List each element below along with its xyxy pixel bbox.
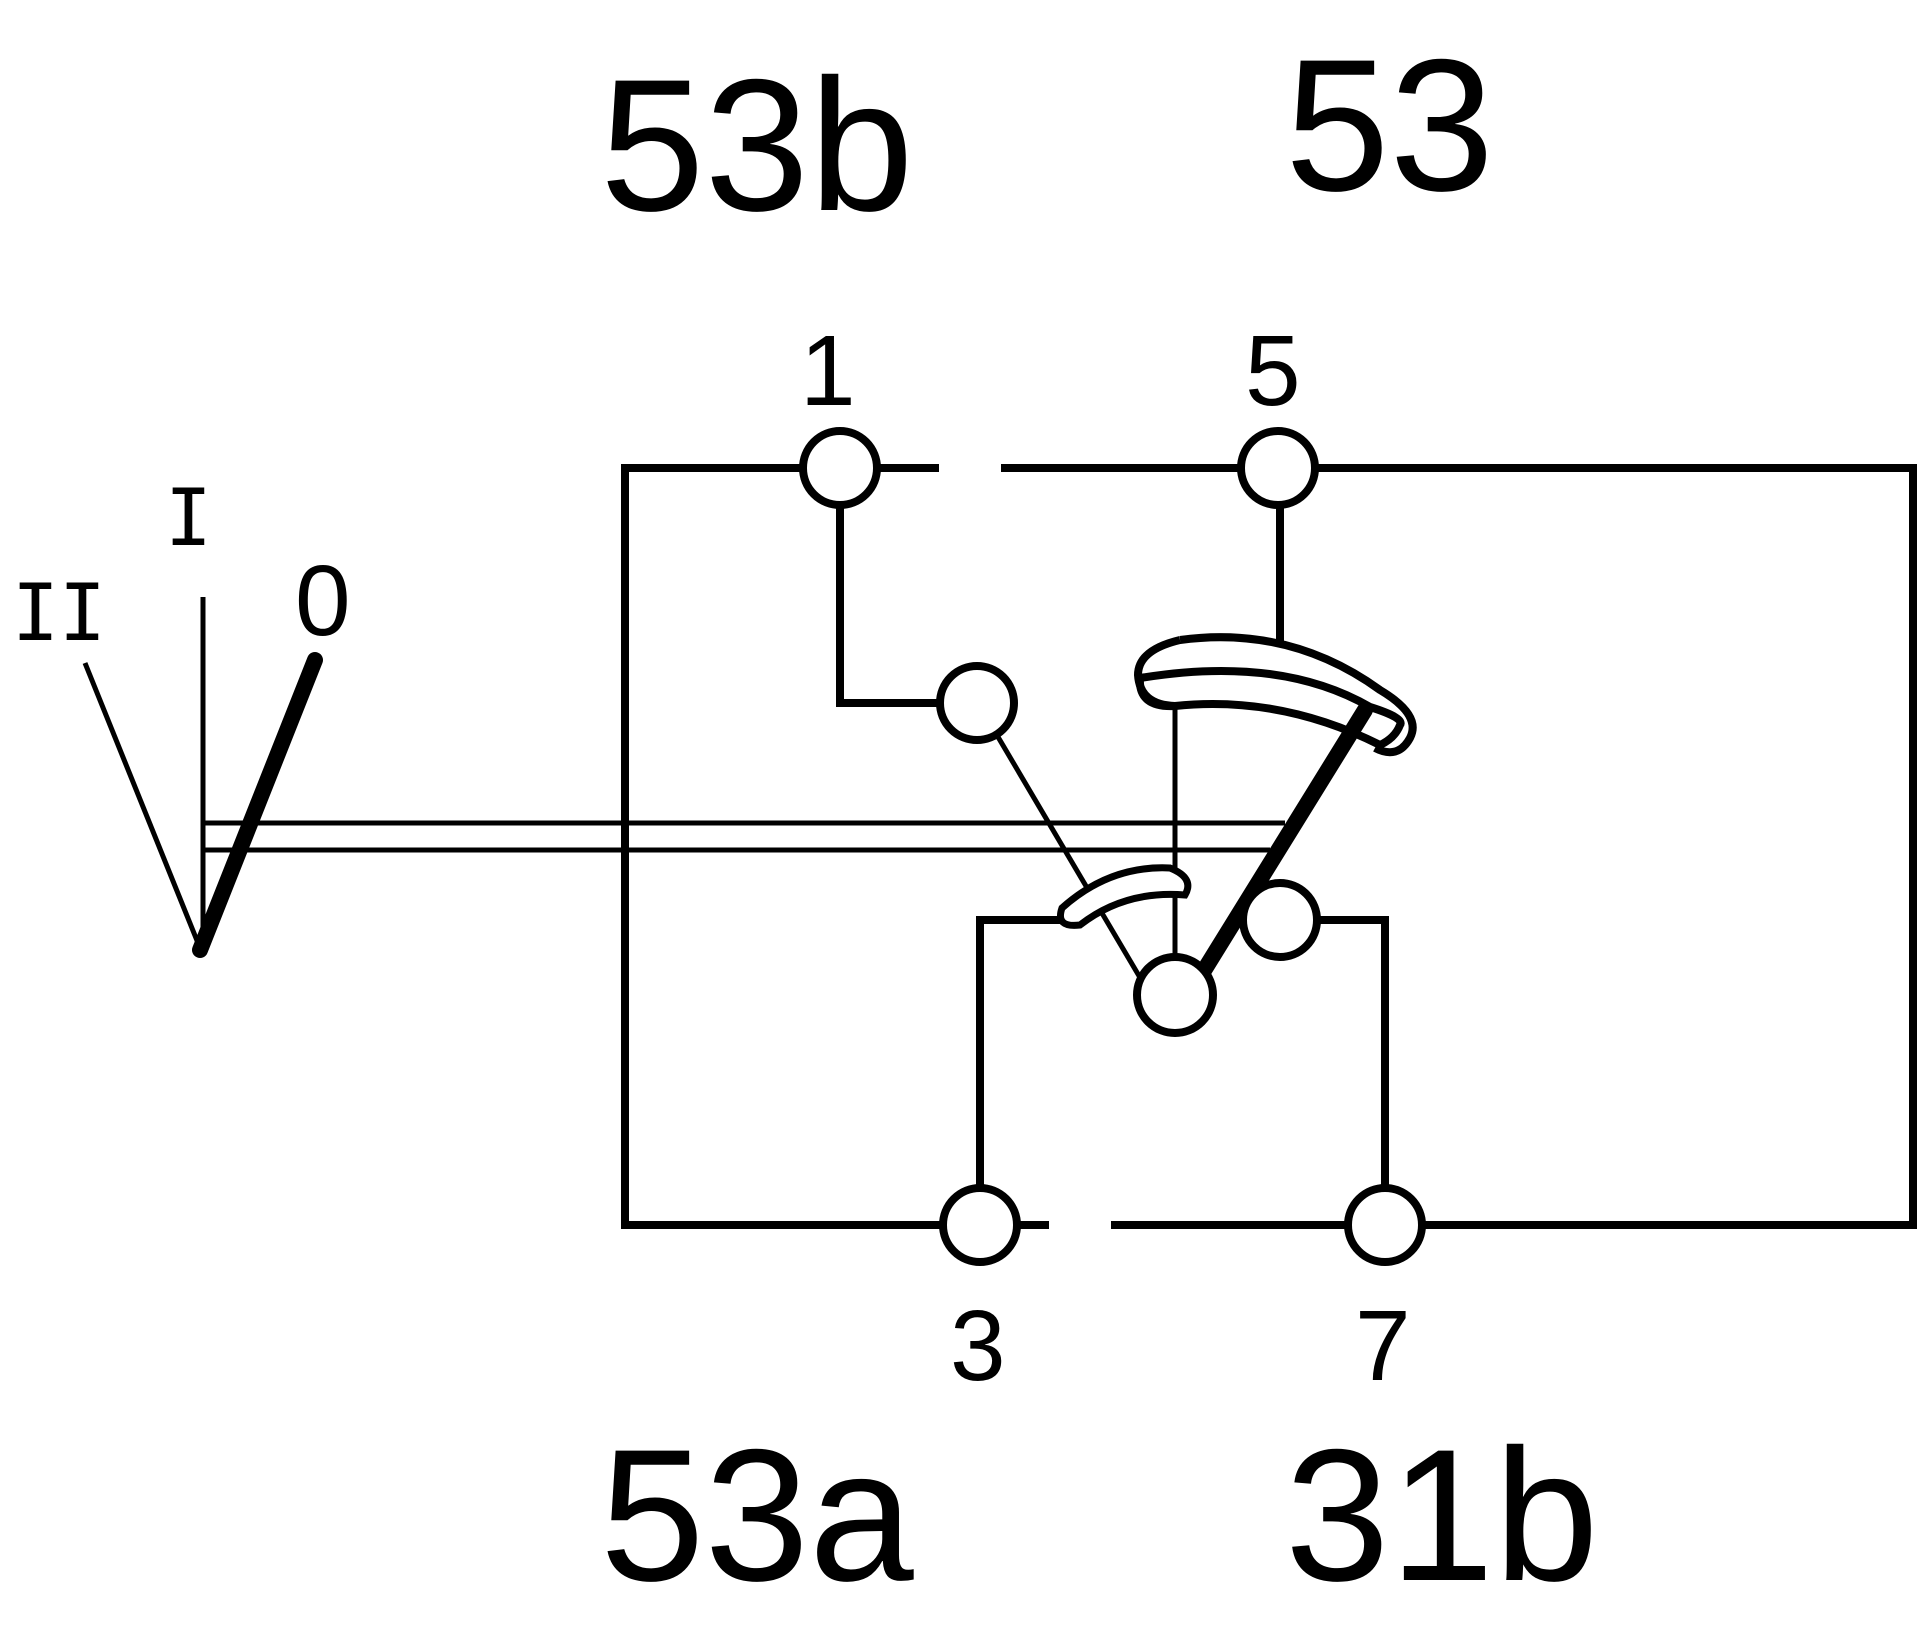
contact-node-7 — [1239, 879, 1321, 961]
contact-arc-lower — [1057, 864, 1192, 929]
position-label-II: II — [12, 569, 106, 659]
position-label-0: 0 — [295, 545, 351, 657]
position-label-I: I — [165, 474, 212, 564]
pin-label-3: 3 — [950, 1290, 1006, 1402]
terminal-label-31b: 31b — [1285, 1410, 1599, 1620]
pin-label-5: 5 — [1245, 315, 1301, 427]
pin-3-node — [939, 1184, 1021, 1266]
mechanical-linkage — [205, 820, 1285, 853]
contact-arc-upper — [1133, 633, 1417, 757]
outer-frame — [621, 464, 1917, 1229]
pin-label-1: 1 — [800, 315, 856, 427]
switch-lever — [82, 597, 323, 958]
pivot-node — [1133, 953, 1217, 1037]
pin-1-node — [799, 427, 881, 509]
contact-node-1 — [936, 662, 1018, 744]
pin-label-7: 7 — [1355, 1290, 1411, 1402]
moving-contact-blade — [1187, 702, 1373, 993]
pin-7-node — [1344, 1184, 1426, 1266]
pin-5-node — [1237, 427, 1319, 509]
terminal-label-53: 53 — [1285, 20, 1494, 230]
terminal-label-53a: 53a — [600, 1410, 914, 1620]
terminal-label-53b: 53b — [600, 40, 914, 250]
